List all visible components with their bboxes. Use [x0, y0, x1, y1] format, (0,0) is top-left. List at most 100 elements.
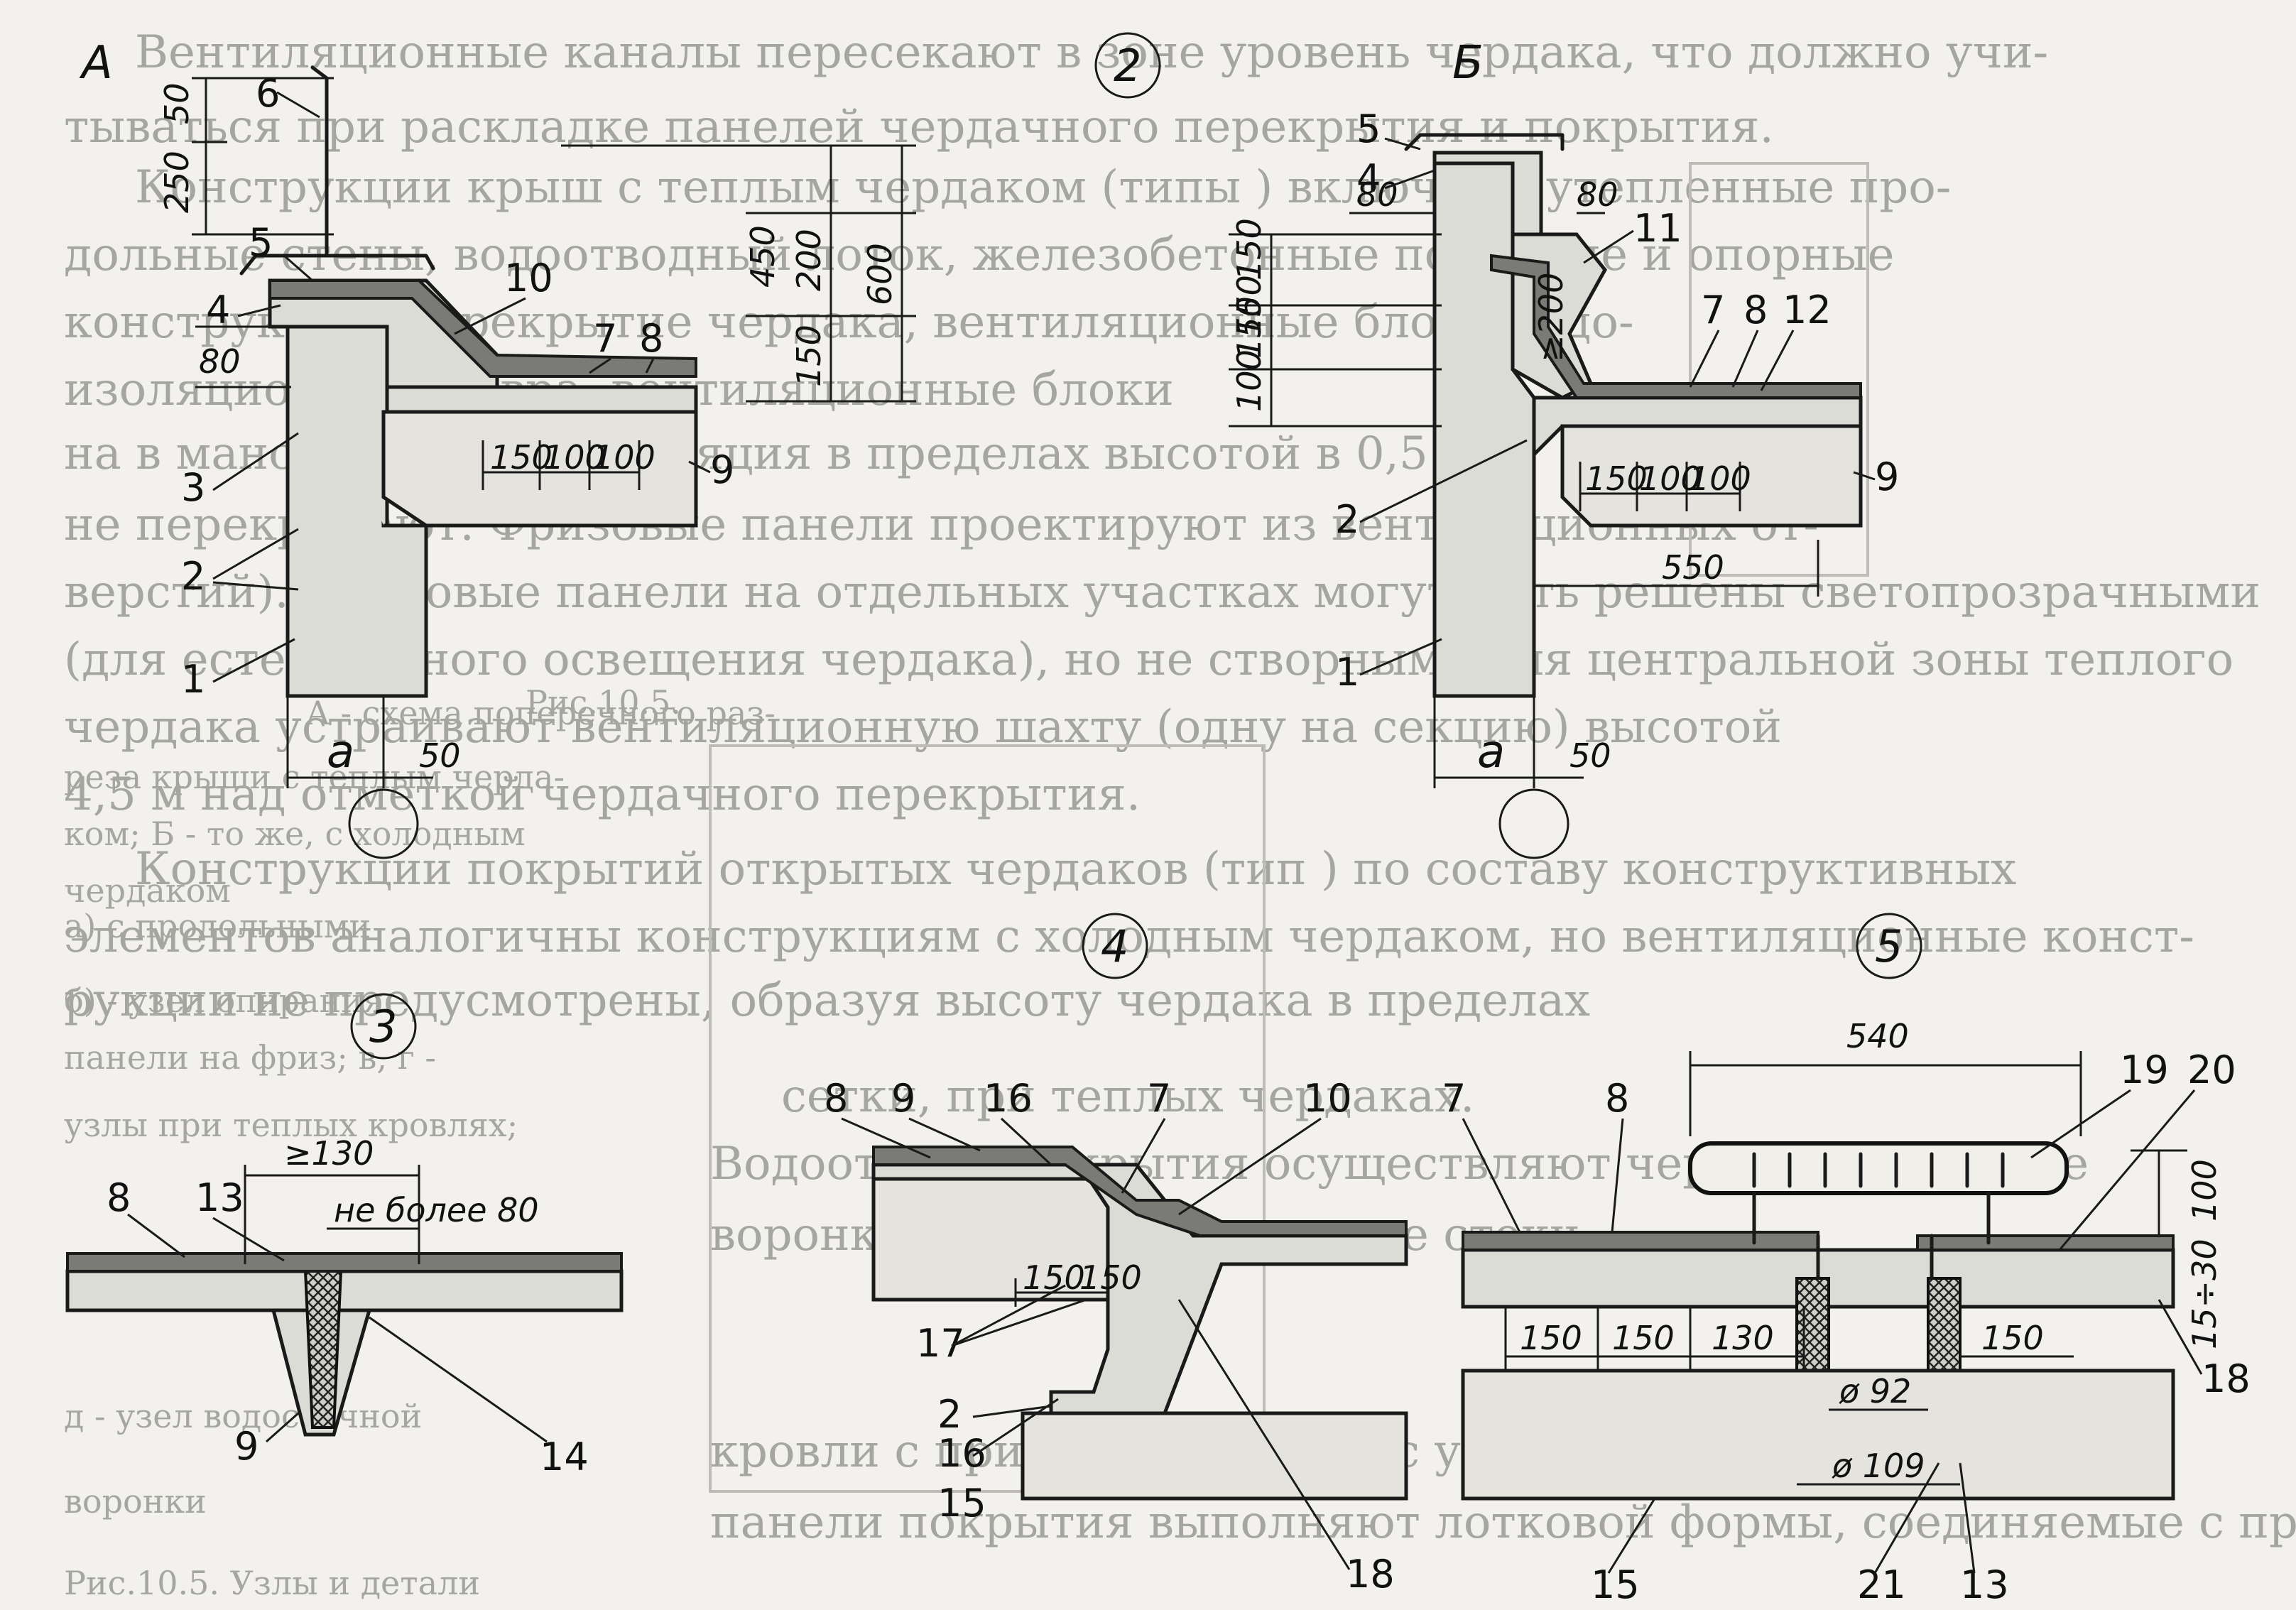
- callout-12: 12: [1783, 288, 1832, 332]
- caption-fragment: А - схема поперечного раз-: [305, 694, 776, 732]
- callout-8-b: 8: [1743, 288, 1768, 332]
- callout-21: 21: [1857, 1562, 1906, 1607]
- callout-leaders-5: [1462, 1089, 2203, 1574]
- dim-540: 540: [1846, 1017, 1909, 1055]
- dim-550-line: [1534, 540, 1819, 597]
- grate-slots: [1752, 1152, 2005, 1188]
- axis-bubble: [348, 788, 419, 859]
- callout-13-d5: 13: [1960, 1562, 2009, 1607]
- dim-row-150-b: 150: [1585, 459, 1648, 498]
- detail-4: 4 150 150 8 9 16 7 10 17 2 16 15 18: [824, 913, 1408, 1597]
- grate-bolts: [1752, 1191, 1991, 1245]
- roofing-membrane: [66, 1252, 623, 1273]
- detail-5: 5 540 100 15÷30 150 150 130 150 ø 92 ø 1…: [1442, 913, 2251, 1607]
- steel-apron: [239, 254, 435, 276]
- dim-ge130: ≥130: [284, 1134, 374, 1173]
- callout-19: 19: [2120, 1048, 2169, 1092]
- sheet-number-circle: [1094, 32, 1161, 99]
- dim-row-100b: 100: [593, 438, 655, 477]
- callout-10: 10: [504, 256, 553, 300]
- caption-fragment: воронки: [64, 1482, 207, 1521]
- dim-lines-right: [561, 144, 916, 403]
- caption-fragment: узлы при теплых кровлях;: [64, 1106, 518, 1144]
- dim-50b: 50: [419, 736, 461, 775]
- dim-450: 450: [744, 225, 782, 288]
- dim-150r-d5: 150: [1981, 1319, 2044, 1357]
- roof-slab: [871, 1163, 1099, 1181]
- joint-sealant: [303, 1270, 343, 1429]
- dim-row-100a-b: 100: [1639, 459, 1702, 498]
- dim-row-150: 150: [490, 438, 553, 477]
- callout-5: 5: [249, 220, 273, 265]
- callout-9-d4: 9: [891, 1076, 915, 1121]
- callout-2-d4: 2: [937, 1392, 962, 1437]
- dim-lines-left: [192, 77, 334, 236]
- roof-panel: [65, 1269, 624, 1312]
- callout-15-d4: 15: [937, 1481, 986, 1525]
- dim-row-100a: 100: [543, 438, 606, 477]
- detail-number-circle: [1082, 913, 1148, 979]
- dim-150: 150: [790, 325, 828, 387]
- dim-150a: 150: [1230, 218, 1268, 281]
- background-line: 4,5 м над отметкой чердачного перекрытия…: [64, 768, 1141, 821]
- floor-panel: [1021, 1411, 1408, 1501]
- steel-apron: [1404, 133, 1565, 151]
- callout-13-d3: 13: [195, 1175, 244, 1220]
- callout-2: 2: [181, 554, 205, 599]
- dim-150b: 150: [1230, 275, 1268, 337]
- detail-3: 3 ≥130 не более 80 8 13 9 14: [65, 993, 624, 1479]
- callout-7-d5: 7: [1442, 1076, 1466, 1121]
- dim-phi92: ø 92: [1839, 1372, 1911, 1410]
- dim-row-lines-d5: [1504, 1307, 1805, 1371]
- dim-row-lines: [481, 440, 641, 490]
- detail-number-circle: [1856, 913, 1922, 979]
- dim-row-150a-d5: 150: [1520, 1319, 1582, 1357]
- background-line: на в мансардах теплоизоляция в пределах …: [64, 428, 1492, 480]
- callout-9-d3: 9: [234, 1424, 259, 1469]
- dim-lines-left-b: [1229, 233, 1442, 428]
- dim-row-lines-b: [1579, 462, 1741, 511]
- dim-150b-d4: 150: [1079, 1258, 1142, 1297]
- detail-a: А 50 250 80 200 150 450 600 150 100 100: [79, 32, 1161, 859]
- dim-row-150b-d5: 150: [1612, 1319, 1675, 1357]
- axis-bubble: [1498, 788, 1569, 859]
- background-line: Конструкции покрытий открытых чердаков (…: [135, 843, 2016, 896]
- roofing-membrane: [268, 279, 697, 378]
- dim-100-d5: 100: [2185, 1159, 2224, 1222]
- callout-4-b: 4: [1356, 156, 1381, 201]
- dim-a-lines: [286, 696, 433, 788]
- callout-1: 1: [181, 657, 205, 702]
- callout-8-d5: 8: [1605, 1076, 1629, 1121]
- callout-5-b: 5: [1356, 107, 1381, 151]
- background-line: верстий). Фризовые панели на отдельных у…: [64, 566, 2260, 619]
- background-line: рукции не предусмотрены, образуя высоту …: [64, 974, 1590, 1027]
- caption-fragment: а) с продольными: [64, 907, 371, 945]
- background-line: сетки, при теплых чердаках.: [781, 1070, 1474, 1123]
- callout-9: 9: [710, 447, 734, 492]
- dim-50: 50: [158, 82, 196, 124]
- dim-80a: 80: [1356, 175, 1398, 214]
- dim-80b: 80: [1577, 175, 1618, 214]
- dim-80: 80: [199, 342, 241, 381]
- caption-fragment: ком; Б - то же, с холодным: [64, 815, 526, 853]
- callout-10-d4: 10: [1303, 1076, 1352, 1121]
- callout-2-b: 2: [1335, 497, 1359, 542]
- background-line: Конструкции крыш с теплым чердаком (типы…: [135, 161, 1951, 214]
- background-line: Вентиляционные каналы пересекают в зоне …: [135, 26, 2048, 79]
- callout-6: 6: [256, 71, 280, 116]
- callout-11: 11: [1633, 206, 1682, 251]
- dim-100: 100: [1230, 349, 1268, 412]
- background-line: тываться при раскладке панелей чердачног…: [64, 101, 1774, 153]
- dim-80-lines: [195, 325, 291, 388]
- dim-100-line: [2131, 1149, 2187, 1236]
- callout-7-b: 7: [1701, 288, 1725, 332]
- callout-leaders-3: [127, 1213, 548, 1443]
- detail-b: Б 150 150 150 100 80 80 ≥200 150 100 100…: [1229, 37, 1899, 859]
- dim-150c: 150: [1230, 296, 1268, 359]
- dim-phi109: ø 109: [1832, 1447, 1925, 1485]
- callout-leaders-4: [841, 1117, 1351, 1570]
- dim-ge200: ≥200: [1532, 273, 1570, 362]
- dim-a: a: [327, 726, 354, 778]
- callout-20: 20: [2187, 1048, 2236, 1092]
- dim-200: 200: [790, 229, 828, 291]
